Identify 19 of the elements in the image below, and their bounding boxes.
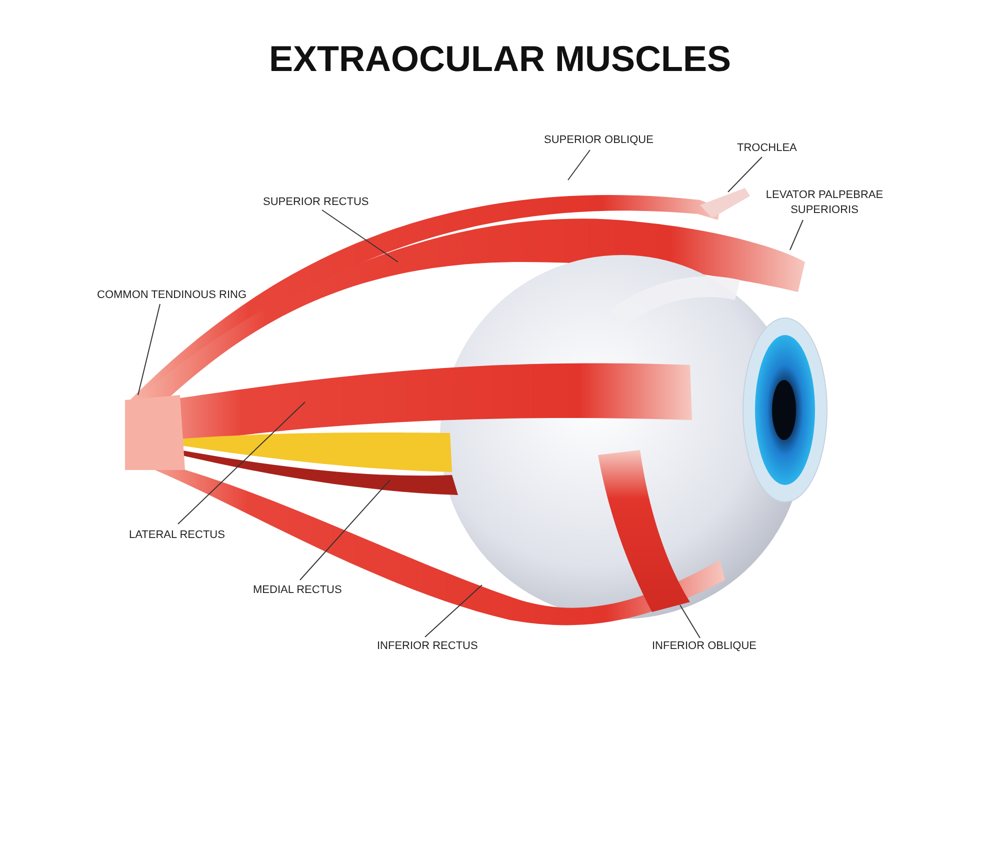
part-label: MEDIAL RECTUS (253, 583, 342, 598)
leader-line (138, 304, 160, 396)
part-label: INFERIOR OBLIQUE (652, 639, 757, 654)
part-label: SUPERIOR RECTUS (263, 195, 369, 210)
part-label: COMMON TENDINOUS RING (97, 288, 247, 303)
leader-line (300, 480, 390, 580)
leader-line (680, 604, 700, 638)
part-label: INFERIOR RECTUS (377, 639, 478, 654)
leader-line (424, 584, 482, 638)
leader-line (322, 210, 398, 262)
leader-line (790, 220, 804, 250)
part-label: LEVATOR PALPEBRAE SUPERIORIS (762, 188, 887, 218)
part-label: LATERAL RECTUS (129, 528, 225, 543)
leader-line (728, 156, 762, 192)
leader-line (568, 150, 590, 180)
part-label: TROCHLEA (737, 141, 797, 156)
title: EXTRAOCULAR MUSCLES (268, 38, 731, 79)
part-label: SUPERIOR OBLIQUE (544, 133, 654, 148)
leader-line (178, 402, 306, 524)
